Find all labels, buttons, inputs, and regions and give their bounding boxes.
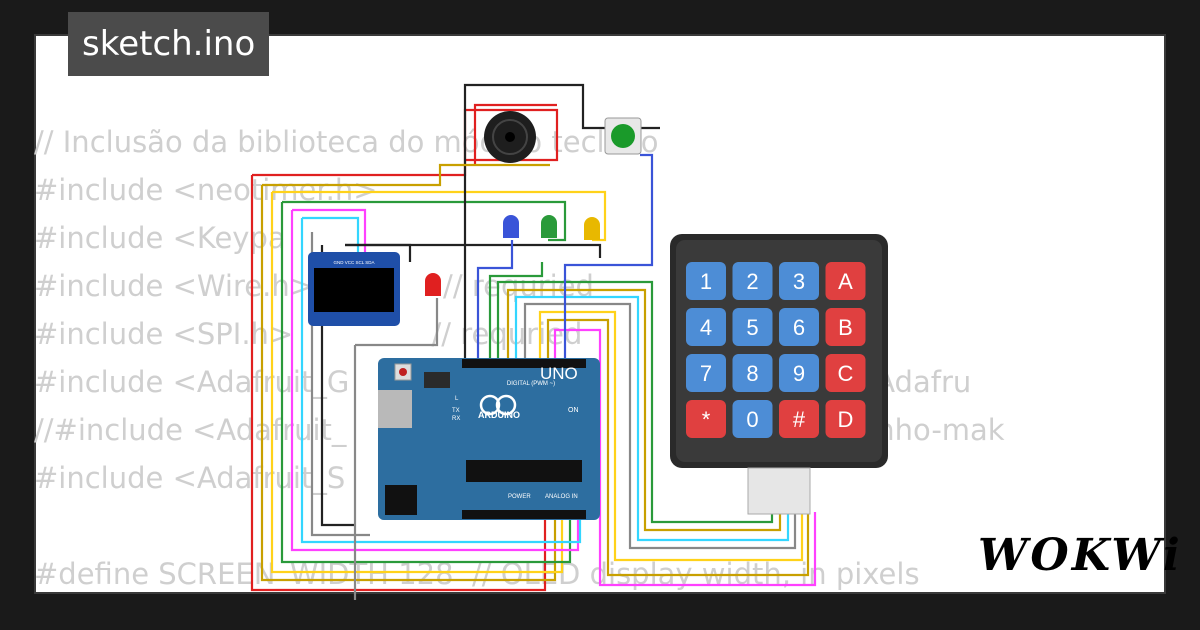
wokwi-logo: WOKWi [978,530,1183,581]
keypad-key-label: 4 [700,315,712,340]
keypad-key-body[interactable] [686,262,726,300]
arduino-rx-label: RX [452,416,460,422]
keypad-key-body[interactable] [825,354,866,392]
keypad-key-body[interactable] [732,400,773,438]
keypad-key-label: 8 [746,361,758,386]
keypad-key-label: 3 [793,269,805,294]
keypad-key[interactable]: 0 [732,400,773,438]
arduino-digital-label: DIGITAL (PWM ~) [507,381,555,387]
keypad-key-body[interactable] [732,262,773,300]
arduino-infinity-icon [495,394,517,416]
keypad-key-body[interactable] [686,400,726,438]
keypad-key[interactable]: D [825,400,866,438]
arduino-model: UNO [540,364,578,383]
keypad-key-label: 2 [746,269,758,294]
keypad-key-body[interactable] [779,400,819,438]
keypad-key-label: 7 [700,361,712,386]
led-blue[interactable] [503,215,519,238]
keypad-key-body[interactable] [779,354,819,392]
arduino-on-label: ON [568,407,579,414]
keypad-key[interactable]: 7 [686,354,726,392]
keypad-key-body[interactable] [779,262,819,300]
keypad-key-body[interactable] [779,308,819,346]
arduino-l-label: L [455,396,459,402]
arduino-brand: ARDUINO [478,410,520,420]
push-button[interactable] [604,117,642,155]
keypad-key[interactable]: 4 [686,308,726,346]
arduino-power-label: POWER [508,494,531,500]
arduino-infinity-icon [479,394,501,416]
keypad-key-body[interactable] [825,308,866,346]
keypad-key-body[interactable] [686,308,726,346]
keypad-key[interactable]: 8 [732,354,773,392]
oled-pin-labels: GND VCC SCL SDA [333,260,374,265]
keypad-key-body[interactable] [686,354,726,392]
keypad-key-label: * [702,407,711,432]
keypad-key[interactable]: 3 [779,262,819,300]
keypad-key-label: 1 [700,269,712,294]
oled-display[interactable]: GND VCC SCL SDA [308,252,400,326]
buzzer[interactable] [484,111,536,163]
file-title-tab[interactable]: sketch.ino [68,12,270,76]
arduino-analog-label: ANALOG IN [545,494,578,500]
keypad-key-label: 9 [793,361,805,386]
keypad-key-label: 6 [793,315,805,340]
keypad-key[interactable]: 2 [732,262,773,300]
keypad-key[interactable]: 9 [779,354,819,392]
keypad-key[interactable]: B [825,308,866,346]
arduino-tx-label: TX [452,408,460,414]
keypad-key[interactable]: * [686,400,726,438]
keypad-key-label: D [838,407,854,432]
keypad-key-body[interactable] [732,354,773,392]
keypad-key-label: 0 [746,407,758,432]
keypad-key-label: C [838,361,854,386]
push-button-cap [611,124,635,148]
keypad-key-label: 5 [746,315,758,340]
led-yellow[interactable] [584,217,600,240]
code-line: #include <neotimer.h> [34,173,378,207]
keypad-key[interactable]: # [779,400,819,438]
keypad-key-label: A [838,269,853,294]
keypad-key[interactable]: A [825,262,866,300]
arduino-uno[interactable]: DIGITAL (PWM ~) UNO ARDUINO ON L TX RX P… [378,358,600,520]
keypad-key[interactable]: 1 [686,262,726,300]
code-line: // Inclusão da biblioteca do módulo tecl… [34,125,659,159]
keypad-key-label: B [838,315,853,340]
led-green[interactable] [541,215,557,238]
code-line: #include <Adafruit_S [34,461,346,495]
keypad-key[interactable]: 6 [779,308,819,346]
keypad-key-body[interactable] [825,400,866,438]
led-red[interactable] [425,273,441,296]
keypad-key-label: # [793,407,806,432]
keypad-key[interactable]: 5 [732,308,773,346]
wires [250,83,817,600]
keypad-key-body[interactable] [732,308,773,346]
keypad-key-body[interactable] [825,262,866,300]
keypad-keys: 1 2 3 A 4 5 6 B 7 8 9 C * 0 # D [686,262,866,438]
keypad-key[interactable]: C [825,354,866,392]
code-line: #include <Keypa [34,221,286,255]
